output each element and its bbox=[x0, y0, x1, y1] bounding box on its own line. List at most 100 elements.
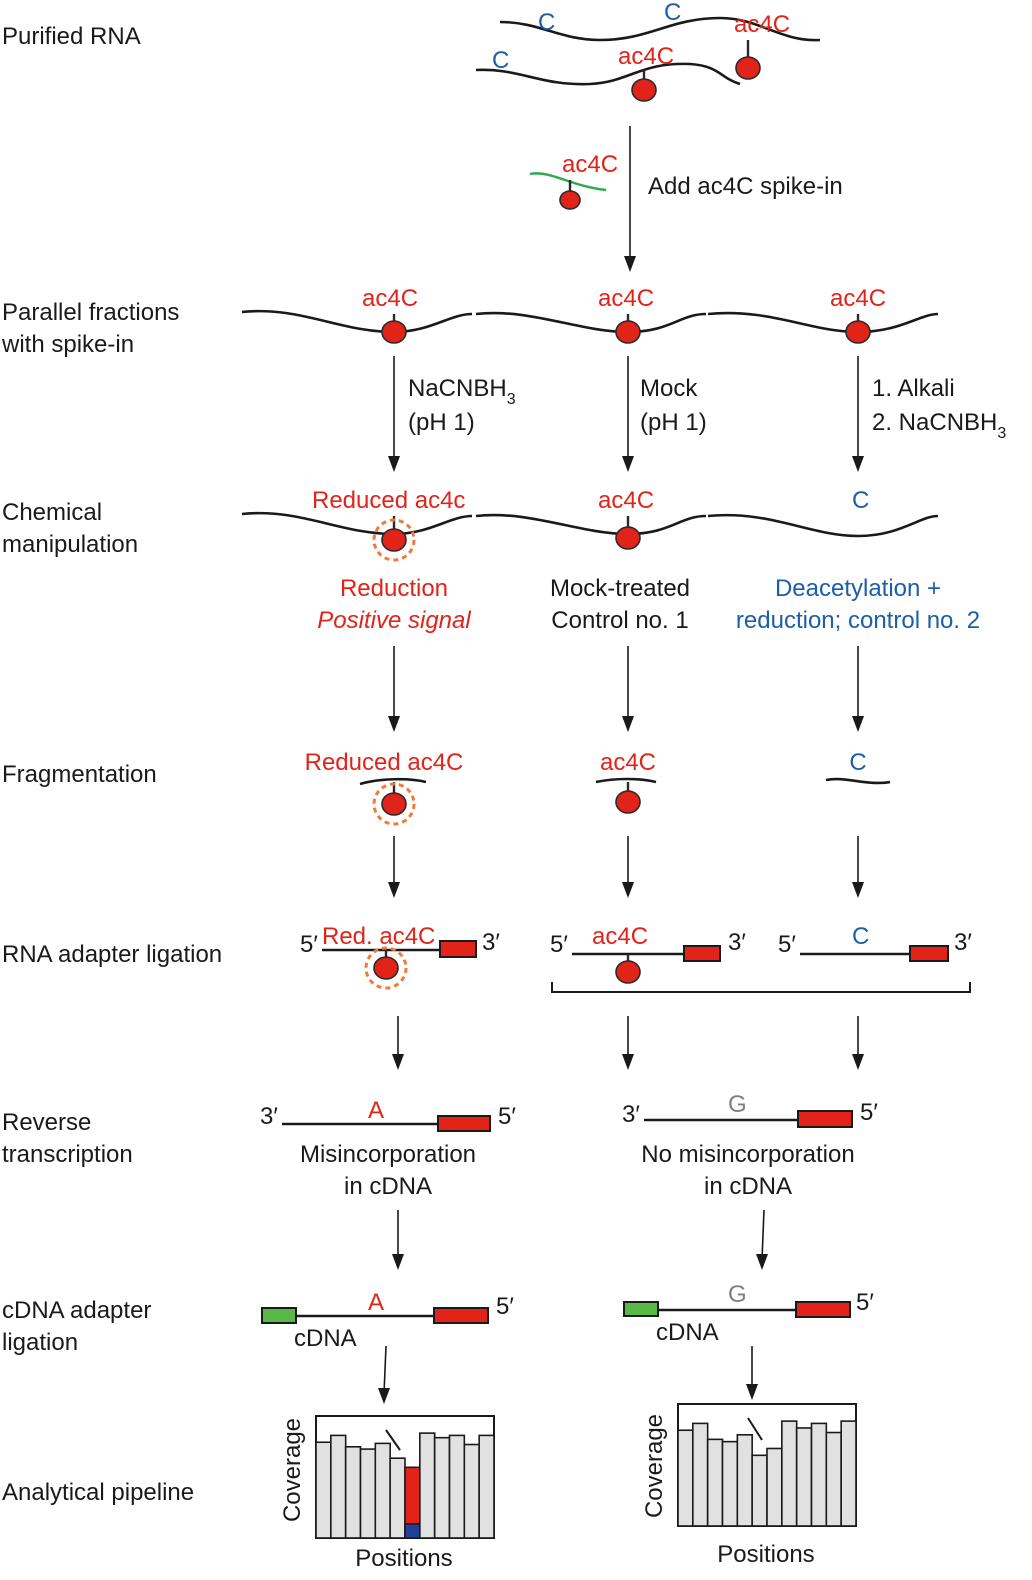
coverage-bars-left bbox=[315, 1429, 495, 1539]
coverage-bar bbox=[389, 1457, 406, 1539]
rna-strand-bottom bbox=[476, 62, 740, 84]
frag-left-label: Reduced ac4C bbox=[305, 749, 464, 776]
purified-c-label-2: C bbox=[664, 0, 681, 26]
coverage-bar bbox=[359, 1448, 377, 1539]
cdna-left-label: cDNA bbox=[294, 1325, 357, 1352]
fraction-left-label: ac4C bbox=[362, 285, 418, 312]
coverage-bar bbox=[706, 1438, 724, 1527]
frag-strand-left bbox=[359, 777, 427, 786]
ac4c-bead-icon bbox=[381, 320, 407, 344]
fragmentation: Reduced ac4C ac4C C bbox=[305, 749, 891, 826]
cdna-right-base: G bbox=[728, 1281, 747, 1308]
chem-right-label: C bbox=[852, 487, 869, 514]
chem-mid-desc2: Control no. 1 bbox=[551, 607, 688, 634]
step-parallel-fractions: Parallel fractions bbox=[2, 299, 179, 326]
treatment-right-line2: 2. NaCNBH3 bbox=[872, 409, 1006, 442]
rt-right-base: G bbox=[728, 1091, 747, 1118]
step-cdna-adapter-ligation: cDNA adapter bbox=[2, 1297, 151, 1324]
step-cdna-adapter-ligation-line2: ligation bbox=[2, 1329, 78, 1356]
ac4c-bead-icon bbox=[615, 526, 641, 550]
coverage-bar bbox=[478, 1434, 495, 1539]
fraction-strand-mid bbox=[475, 311, 707, 334]
coverage-bar bbox=[448, 1434, 466, 1539]
reduction-halo-icon bbox=[364, 946, 408, 990]
rt-adapter-box bbox=[433, 1307, 489, 1324]
treatment-right-line1: 1. Alkali bbox=[872, 375, 955, 402]
frag-mid-label: ac4C bbox=[600, 749, 656, 776]
step-chemical-manipulation-line2: manipulation bbox=[2, 531, 138, 558]
spike-in-label: ac4C bbox=[562, 151, 618, 178]
arrows-to-rt bbox=[392, 1016, 864, 1070]
step-reverse-transcription: Reverse bbox=[2, 1109, 91, 1136]
rt-left-desc2: in cDNA bbox=[344, 1173, 432, 1200]
fraction-strand-right bbox=[707, 311, 939, 334]
chem-left-desc2: Positive signal bbox=[317, 607, 471, 634]
fraction-mid-label: ac4C bbox=[598, 285, 654, 312]
ac4c-bead-icon bbox=[845, 320, 871, 344]
reduced-ac4c-bead-icon bbox=[381, 528, 407, 552]
ac4c-bead-icon bbox=[615, 960, 641, 984]
cdna-left-base: A bbox=[368, 1289, 384, 1316]
purified-rna: C C C ac4C ac4C bbox=[476, 0, 821, 102]
main-arrow bbox=[624, 126, 636, 272]
cdna-left-5prime: 5′ bbox=[496, 1293, 514, 1320]
coverage-chart-right: Coverage Positions bbox=[641, 1403, 857, 1568]
purified-c-label-1: C bbox=[538, 9, 555, 36]
coverage-bar bbox=[330, 1434, 347, 1539]
rt-left-3prime: 3′ bbox=[260, 1103, 278, 1130]
rt-right-desc1: No misincorporation bbox=[641, 1141, 854, 1168]
coverage-bar bbox=[677, 1429, 694, 1527]
frag-strand-mid bbox=[595, 777, 657, 784]
chem-strand-mid bbox=[475, 513, 707, 536]
ac4c-bead-icon bbox=[615, 320, 641, 344]
rt-left-5prime: 5′ bbox=[498, 1103, 516, 1130]
rt-adapter-box bbox=[437, 1115, 491, 1132]
lig-left-3prime: 3′ bbox=[482, 929, 500, 956]
step-purified-rna: Purified RNA bbox=[2, 23, 141, 50]
coverage-bar bbox=[840, 1420, 857, 1527]
lig-right-mod-label: C bbox=[852, 923, 869, 950]
coverage-bar bbox=[721, 1440, 739, 1527]
rt-right-desc2: in cDNA bbox=[704, 1173, 792, 1200]
step-fragmentation: Fragmentation bbox=[2, 761, 157, 788]
coverage-bar bbox=[736, 1434, 753, 1527]
rna-adapter-box bbox=[439, 940, 477, 958]
coverage-bar bbox=[419, 1432, 436, 1539]
coverage-right-ylabel: Coverage bbox=[641, 1414, 668, 1518]
chem-left-label: Reduced ac4c bbox=[312, 487, 465, 514]
analytical-pipeline: Coverage Positions Coverage Positions bbox=[279, 1403, 857, 1572]
cdna-adapter-ligation: 5′ A cDNA 5′ G cDNA bbox=[261, 1281, 874, 1352]
coverage-bars-right bbox=[677, 1417, 857, 1527]
arrows-to-cdna-ligation bbox=[392, 1209, 768, 1270]
rna-adapter-box bbox=[683, 945, 721, 962]
coverage-bar bbox=[692, 1422, 709, 1527]
rt-left-desc1: Misincorporation bbox=[300, 1141, 476, 1168]
purified-ac4c-label-1: ac4C bbox=[734, 11, 790, 38]
reduction-halo-icon bbox=[372, 518, 416, 562]
lig-right-3prime: 3′ bbox=[954, 929, 972, 956]
chem-mid-desc1: Mock-treated bbox=[550, 575, 690, 602]
cdna-adapter-box bbox=[623, 1301, 659, 1317]
step-chemical-manipulation: Chemical bbox=[2, 499, 102, 526]
chem-mid-label: ac4C bbox=[598, 487, 654, 514]
ac4c-bead-icon bbox=[559, 190, 581, 210]
chem-strand-left bbox=[241, 511, 473, 536]
reduction-halo-icon bbox=[372, 782, 416, 826]
arrows-to-pipeline bbox=[378, 1345, 758, 1404]
mismatch-bar bbox=[404, 1523, 421, 1539]
purified-c-label-3: C bbox=[492, 47, 509, 74]
lig-mid-mod-label: ac4C bbox=[592, 923, 648, 950]
spike-in: ac4C Add ac4C spike-in bbox=[529, 151, 843, 210]
reduced-ac4c-bead-icon bbox=[381, 792, 407, 816]
rt-adapter-box bbox=[795, 1301, 851, 1318]
site-pointer-left bbox=[385, 1429, 401, 1451]
lig-left-mod-label: Red. ac4C bbox=[322, 923, 435, 950]
step-parallel-fractions-line2: with spike-in bbox=[1, 331, 134, 358]
coverage-bar bbox=[344, 1446, 362, 1539]
chem-right-desc1: Deacetylation + bbox=[775, 575, 941, 602]
fraction-strand-left bbox=[241, 309, 473, 334]
coverage-right-xlabel: Positions bbox=[717, 1541, 814, 1568]
coverage-chart-left: Coverage Positions bbox=[279, 1415, 495, 1572]
chem-left-desc1: Reduction bbox=[340, 575, 448, 602]
